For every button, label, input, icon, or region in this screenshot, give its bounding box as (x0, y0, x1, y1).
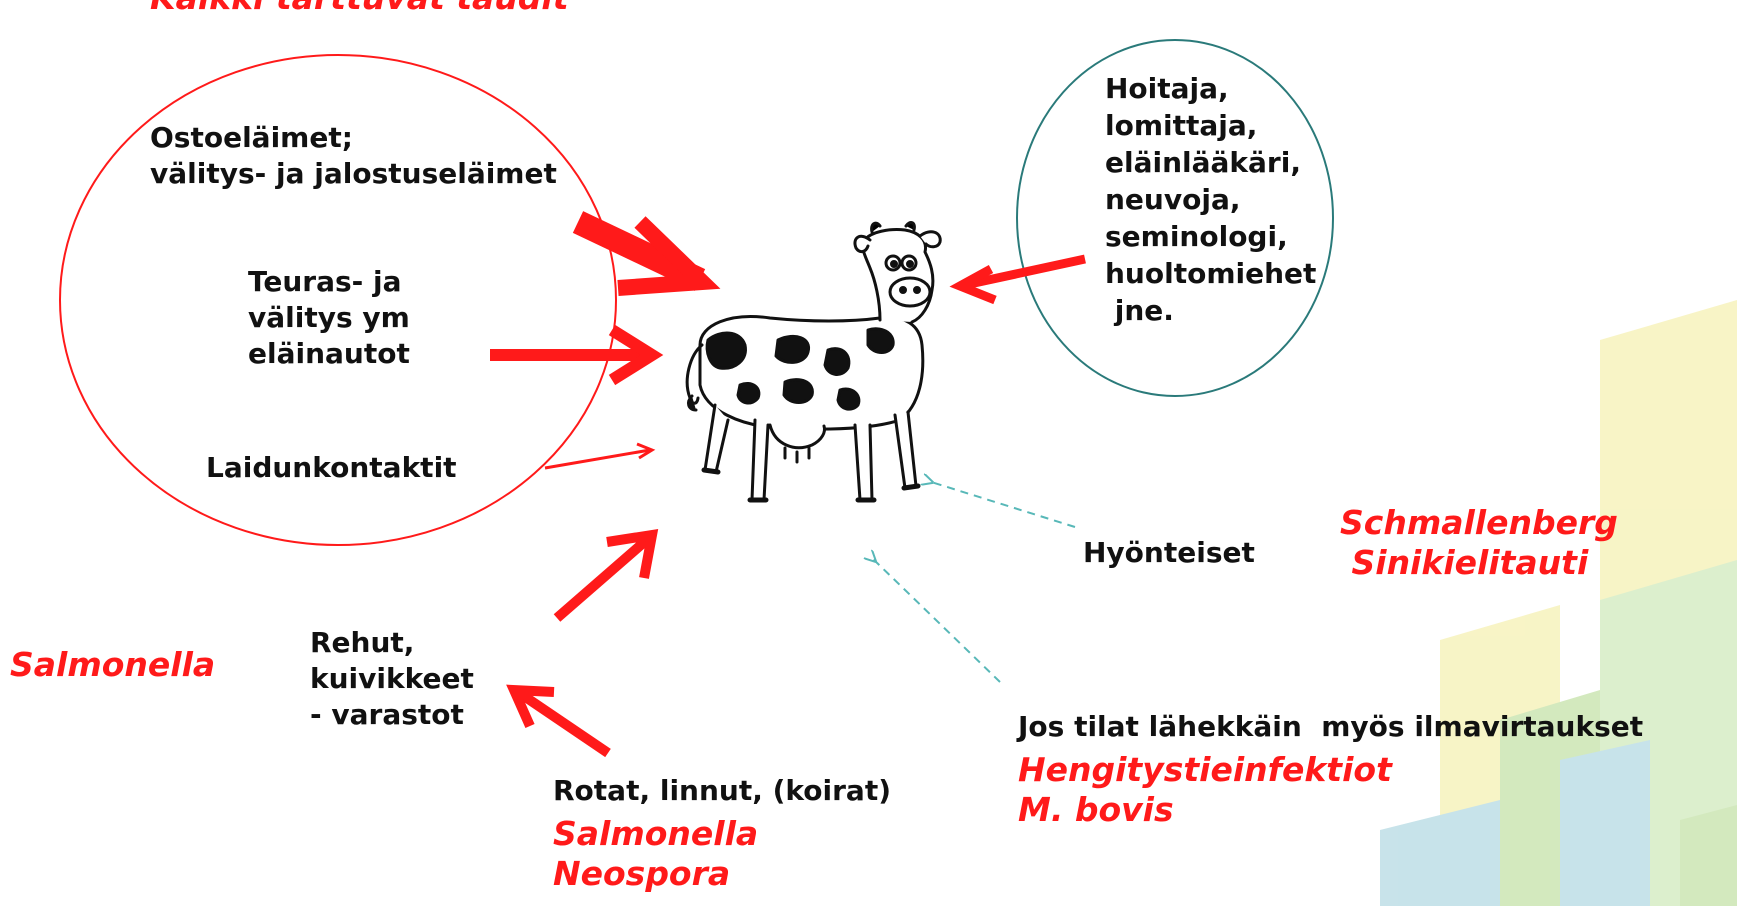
arrow-airflow (872, 558, 1001, 683)
people-line-7: jne. (1105, 294, 1174, 327)
feed-line-2: kuivikkeet (310, 662, 474, 695)
airflow-pathogens: Hengitystieinfektiot M. bovis (1018, 750, 1392, 830)
insects-pathogen-1: Schmallenberg (1340, 503, 1618, 542)
salmonella-label: Salmonella (10, 645, 216, 684)
vehicles-line-1: Teuras- ja (248, 265, 402, 298)
airflow-label: Jos tilat lähekkäin myös ilmavirtaukset (1018, 710, 1644, 743)
insects-label: Hyönteiset (1083, 536, 1255, 569)
people-line-1: Hoitaja, (1105, 72, 1229, 105)
feed-line-1: Rehut, (310, 626, 415, 659)
pasture-label: Laidunkontaktit (206, 451, 457, 484)
arrow-people (949, 254, 1086, 305)
arrow-vehicles (490, 324, 664, 386)
arrow-insects (928, 481, 1076, 528)
rodents-pathogens: Salmonella Neospora (553, 814, 758, 894)
people-line-3: eläinlääkäri, (1105, 146, 1301, 179)
buy-animals-line-1: Ostoeläimet; (150, 121, 353, 154)
arrow-pasture (544, 442, 656, 470)
arrow-rodents (506, 684, 611, 758)
people-line-2: lomittaja, (1105, 109, 1258, 142)
people-line-5: seminologi, (1105, 220, 1288, 253)
arrow-buy-animals (572, 211, 721, 296)
people-line-6: huoltomiehet (1105, 257, 1317, 290)
rodents-pathogen-1: Salmonella (553, 814, 759, 853)
right-circle (1016, 39, 1334, 397)
vehicles-label: Teuras- ja välitys ym eläinautot (248, 264, 410, 372)
rodents-pathogen-2: Neospora (553, 854, 731, 893)
insects-pathogens: Schmallenberg Sinikielitauti (1340, 503, 1618, 583)
feed-label: Rehut, kuivikkeet - varastot (310, 625, 474, 733)
background-decoration (1380, 300, 1737, 906)
feed-line-3: - varastot (310, 698, 464, 731)
people-line-4: neuvoja, (1105, 183, 1241, 216)
arrow-feed (553, 528, 659, 622)
rodents-label: Rotat, linnut, (koirat) (553, 774, 891, 807)
airflow-pathogen-1: Hengitystieinfektiot (1018, 750, 1392, 789)
vehicles-line-2: välitys ym (248, 301, 410, 334)
buy-animals-label: Ostoeläimet; välitys- ja jalostuseläimet (150, 120, 557, 192)
diagram-title: Kaikki tarttuvat taudit (150, 0, 569, 18)
cow-icon (685, 221, 942, 503)
insects-pathogen-2: Sinikielitauti (1340, 543, 1589, 582)
buy-animals-line-2: välitys- ja jalostuseläimet (150, 157, 557, 190)
airflow-pathogen-2: M. bovis (1018, 790, 1174, 829)
left-circle (59, 54, 617, 546)
people-list: Hoitaja, lomittaja, eläinlääkäri, neuvoj… (1105, 70, 1316, 329)
vehicles-line-3: eläinautot (248, 337, 410, 370)
